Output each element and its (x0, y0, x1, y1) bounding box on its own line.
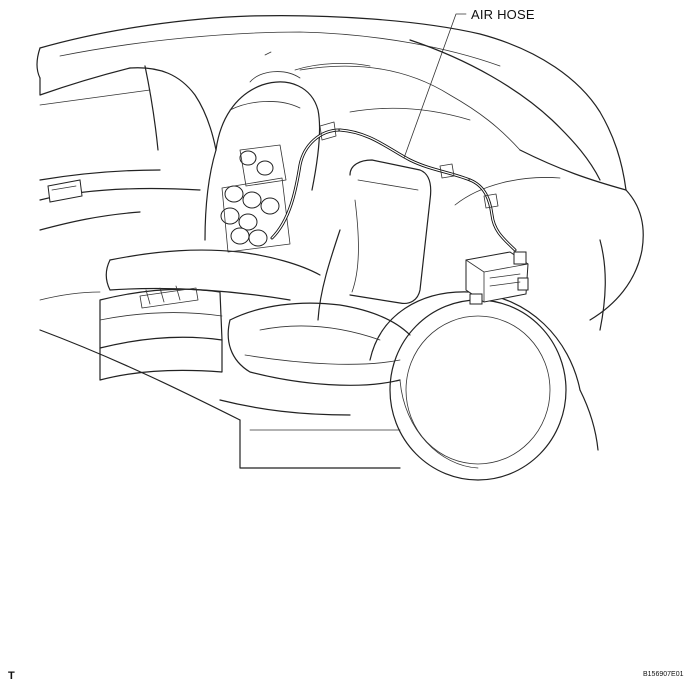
air-hose (270, 13, 517, 252)
valve-cluster (220, 144, 291, 253)
rear-seat (99, 71, 321, 381)
air-hose-callout: AIR HOSE (471, 7, 535, 22)
door-frame (39, 65, 401, 469)
figure-code: B156907E01 (643, 671, 684, 678)
body-outline (36, 15, 644, 331)
front-seat (219, 159, 432, 416)
corner-mark: T (8, 670, 15, 682)
rear-wheel (369, 291, 599, 481)
pump-assembly (465, 251, 529, 305)
